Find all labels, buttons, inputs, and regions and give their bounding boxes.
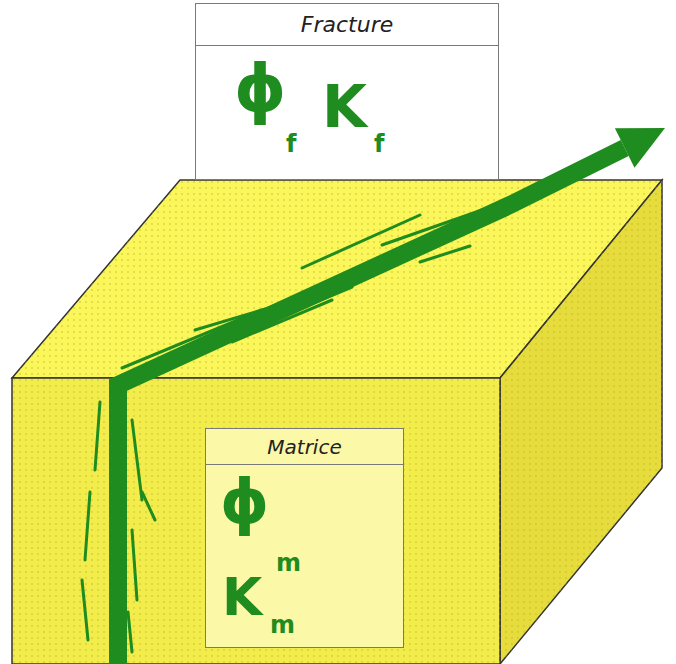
box-heading: Fracture: [196, 4, 498, 46]
box-heading: Matrice: [206, 429, 403, 465]
block-side-face: [500, 180, 662, 664]
main-fracture-flow: [118, 148, 625, 664]
property-subscript: m: [276, 551, 301, 575]
property-subscript: f: [286, 132, 296, 156]
property-subscript: m: [270, 613, 295, 637]
label-box: FractureϕfKf: [195, 3, 499, 180]
minor-fractures: [82, 210, 482, 652]
label-box: MatriceϕmKm: [205, 428, 404, 648]
property-symbol: K: [322, 78, 367, 136]
block-front-face: [12, 378, 500, 664]
property-symbol: ϕ: [234, 56, 287, 122]
block-side-texture: [500, 180, 662, 664]
property-subscript: f: [374, 132, 384, 156]
property-symbol: ϕ: [220, 471, 269, 533]
flow-arrowhead: [615, 128, 665, 168]
block-front-texture: [12, 378, 500, 664]
property-symbol: K: [222, 571, 262, 623]
